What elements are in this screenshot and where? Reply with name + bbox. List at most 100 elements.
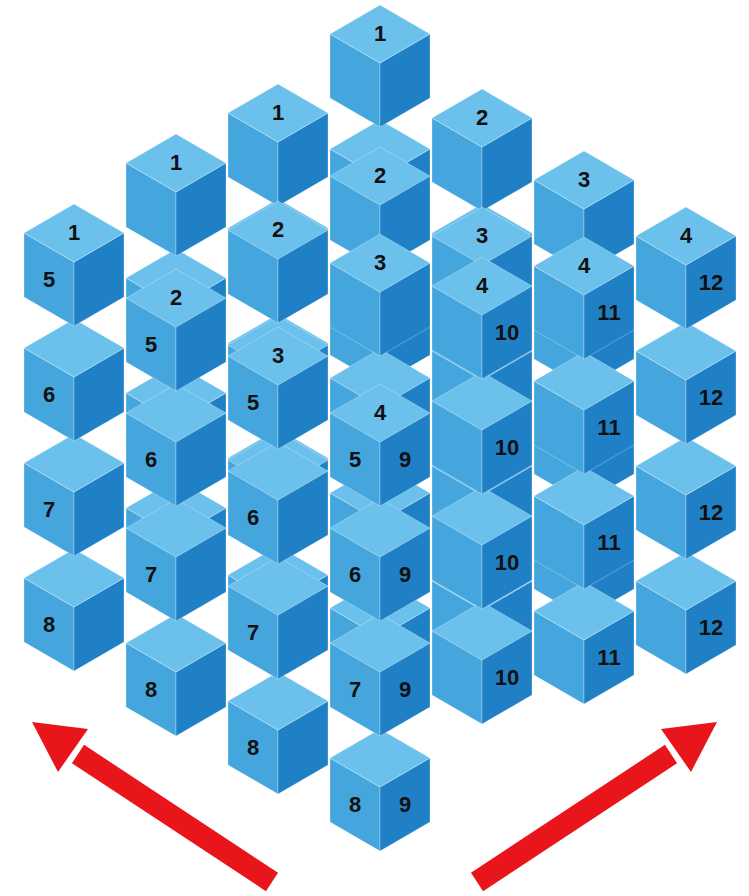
face-number: 7 — [349, 679, 361, 701]
face-number: 11 — [597, 647, 620, 669]
cube — [330, 384, 430, 506]
cube — [636, 322, 736, 444]
cube — [534, 237, 634, 359]
cube-top-face — [228, 327, 328, 385]
cube — [636, 552, 736, 674]
face-number: 1 — [272, 102, 284, 124]
cube — [24, 434, 124, 556]
cube-top-face — [432, 372, 532, 430]
cube-top-face — [432, 487, 532, 545]
cube — [228, 84, 328, 206]
cube-top-face — [330, 499, 430, 557]
cube-top-face — [126, 499, 226, 557]
face-number: 10 — [495, 437, 519, 459]
face-number: 6 — [247, 507, 259, 529]
cube-top-face — [432, 207, 532, 265]
face-number: 9 — [399, 679, 411, 701]
cube-top-face — [228, 557, 328, 615]
cube — [330, 614, 430, 736]
cube-top-face — [636, 207, 736, 265]
cube — [534, 582, 634, 704]
cube — [126, 384, 226, 506]
cube-top-face — [126, 614, 226, 672]
face-number: 3 — [476, 225, 488, 247]
face-number: 1 — [374, 23, 386, 45]
face-number: 2 — [272, 219, 284, 241]
cube-top-face — [228, 672, 328, 730]
cube — [330, 499, 430, 621]
face-number: 6 — [43, 384, 55, 406]
cube-top-face — [534, 237, 634, 295]
face-number: 8 — [247, 737, 259, 759]
cube — [228, 557, 328, 679]
cube — [24, 549, 124, 671]
cube-top-face — [534, 151, 634, 209]
face-number: 8 — [145, 679, 157, 701]
cube-top-face — [330, 234, 430, 292]
cube-top-face — [330, 614, 430, 672]
arrow-head — [32, 722, 88, 772]
face-number: 3 — [578, 169, 590, 191]
cube-top-face — [330, 147, 430, 205]
face-number: 12 — [699, 272, 723, 294]
cube — [636, 437, 736, 559]
cube-top-face — [636, 437, 736, 495]
cube — [432, 487, 532, 609]
cube-top-face — [126, 269, 226, 327]
cube-top-face — [228, 442, 328, 500]
cube — [24, 204, 124, 326]
cube — [228, 327, 328, 449]
face-number: 5 — [145, 334, 157, 356]
face-number: 12 — [699, 387, 723, 409]
face-number: 2 — [374, 165, 386, 187]
cube-top-face — [432, 602, 532, 660]
cube-top-face — [432, 257, 532, 315]
cube — [330, 5, 430, 127]
face-number: 11 — [597, 302, 620, 324]
cube-top-face — [24, 549, 124, 607]
face-number: 10 — [495, 322, 519, 344]
cube-top-face — [534, 467, 634, 525]
face-number: 6 — [145, 449, 157, 471]
face-number: 10 — [495, 667, 519, 689]
cube-top-face — [24, 434, 124, 492]
cube-top-face — [126, 134, 226, 192]
cube — [636, 207, 736, 329]
face-number: 8 — [43, 614, 55, 636]
face-number: 12 — [699, 617, 723, 639]
face-number: 9 — [399, 794, 411, 816]
face-number: 11 — [597, 532, 620, 554]
cube — [534, 352, 634, 474]
cube-top-face — [330, 729, 430, 787]
cube-top-face — [228, 84, 328, 142]
face-number: 10 — [495, 552, 519, 574]
cube — [432, 89, 532, 211]
cube-top-face — [330, 384, 430, 442]
cube-top-face — [534, 352, 634, 410]
cube-top-face — [24, 204, 124, 262]
arrow-shaft — [78, 754, 272, 882]
face-number: 4 — [680, 225, 692, 247]
face-number: 5 — [43, 269, 55, 291]
cube-top-face — [636, 552, 736, 610]
face-number: 5 — [247, 392, 259, 414]
face-number: 3 — [374, 252, 386, 274]
face-number: 3 — [272, 345, 284, 367]
cube — [534, 467, 634, 589]
face-number: 9 — [399, 564, 411, 586]
cube-top-face — [24, 319, 124, 377]
face-number: 7 — [43, 499, 55, 521]
cube — [432, 372, 532, 494]
cube-top-face — [534, 582, 634, 640]
cube — [330, 729, 430, 851]
cube — [126, 134, 226, 256]
cube-top-face — [126, 384, 226, 442]
face-number: 11 — [597, 417, 620, 439]
cube-top-face — [432, 89, 532, 147]
cube — [330, 234, 430, 356]
cube-top-face — [228, 201, 328, 259]
cube — [24, 319, 124, 441]
